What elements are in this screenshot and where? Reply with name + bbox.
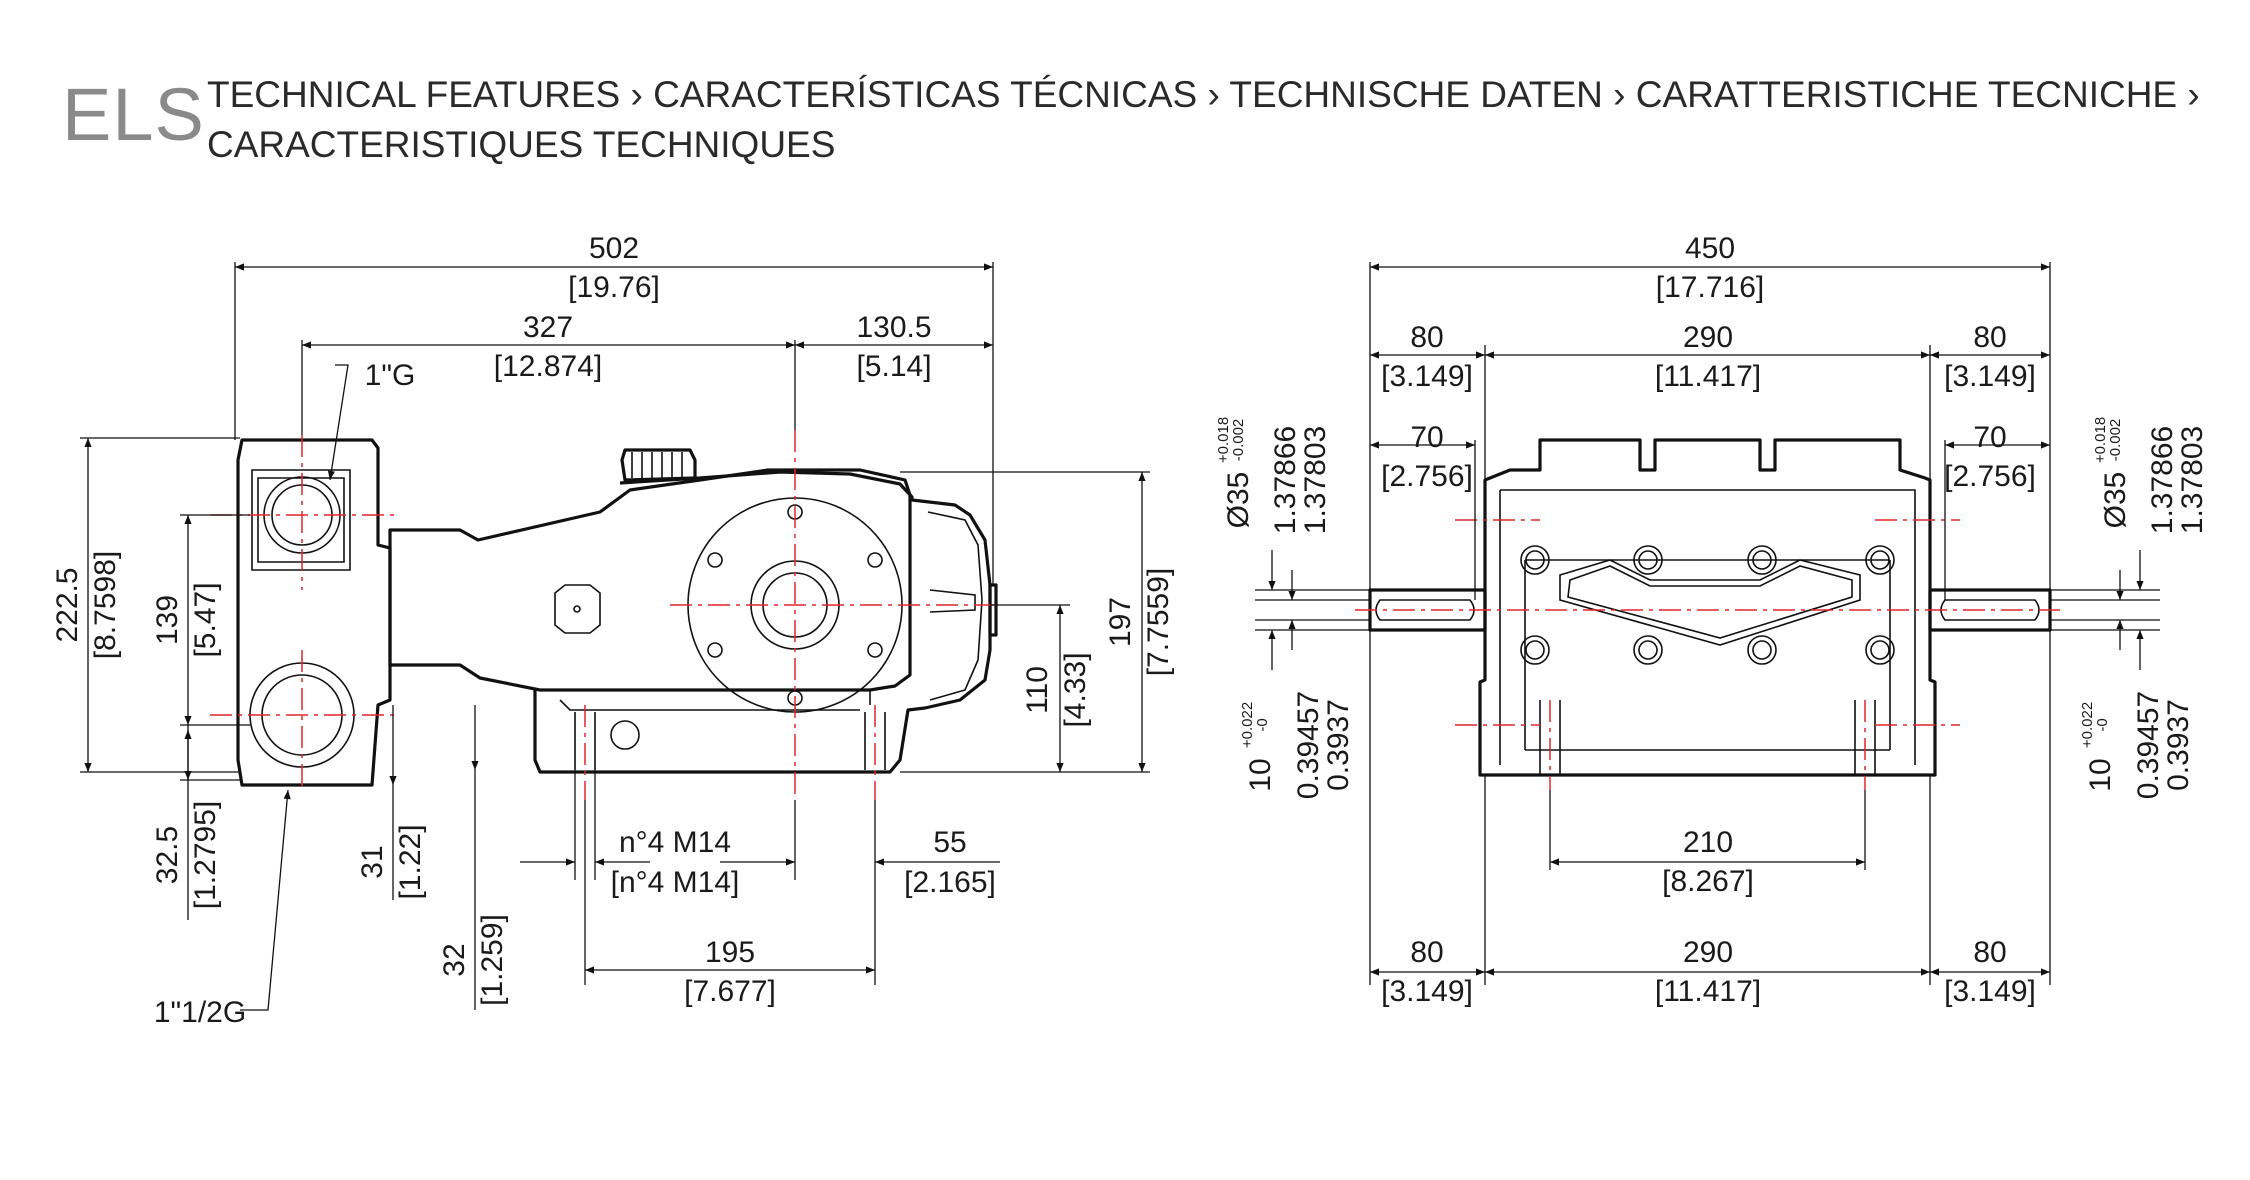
model-code: ELS	[62, 73, 205, 156]
mount-holes-label: n°4 M14	[619, 826, 731, 859]
page-title: TECHNICAL FEATURES › CARACTERÍSTICAS TÉC…	[207, 70, 2200, 170]
shaft-inch-max-left: 1.37866	[1269, 426, 1302, 534]
shaft-tol-dn-right: -0.002	[2107, 419, 2124, 462]
shaft-tol-dn-left: -0.002	[1230, 419, 1247, 462]
shaft-tol-up-right: +0.018	[2092, 417, 2109, 463]
dim-130-5: 130.5	[856, 311, 931, 344]
dim-55: 55	[933, 826, 966, 859]
key-tol-dn-left: -0	[1254, 718, 1271, 731]
dim-502: 502	[589, 232, 639, 265]
dim-502-inch: [19.76]	[568, 271, 660, 304]
shaft-inch-max-right: 1.37866	[2146, 426, 2179, 534]
dim-450-inch: [17.716]	[1656, 271, 1764, 304]
dim-110: 110	[1021, 666, 1054, 714]
dim-shaft-left-inch: [3.149]	[1381, 360, 1473, 393]
dim-290-top: 290	[1683, 321, 1733, 354]
dim-327-inch: [12.874]	[494, 350, 602, 383]
key-inch-min-right: 0.3937	[2162, 699, 2195, 791]
dim-110-inch: [4.33]	[1059, 652, 1092, 727]
dim-210: 210	[1683, 826, 1733, 859]
end-view-centerlines	[1355, 519, 2060, 790]
end-view-dimensions: 450 [17.716] 80 [3.149] 290 [11.417] 80 …	[1215, 232, 2209, 1008]
inlet-thread-label: 1"1/2G	[154, 996, 246, 1029]
side-view-body	[236, 438, 998, 787]
dim-shaft-right-inch: [3.149]	[1944, 360, 2036, 393]
key-tol-up-left: +0.022	[1239, 702, 1256, 748]
dim-222-5: 222.5	[51, 567, 84, 642]
dim-base-right-inch: [3.149]	[1944, 975, 2036, 1008]
key-inch-min-left: 0.3937	[1322, 699, 1355, 791]
shaft-inch-min-left: 1.37803	[1299, 426, 1332, 534]
dim-base-left: 80	[1410, 936, 1443, 969]
key-tol-up-right: +0.022	[2079, 702, 2096, 748]
shaft-inch-min-right: 1.37803	[2176, 426, 2209, 534]
title-line-2: CARACTERISTIQUES TECHNIQUES	[207, 124, 836, 165]
dim-32-5: 32.5	[151, 826, 184, 884]
dim-139-inch: [5.47]	[189, 582, 222, 657]
dim-shaft-left: 80	[1410, 321, 1443, 354]
key-width-right: 10	[2084, 758, 2117, 791]
title-line-1: TECHNICAL FEATURES › CARACTERÍSTICAS TÉC…	[207, 74, 2200, 115]
dim-31: 31	[356, 845, 389, 878]
side-view: 502 [19.76] 327 [12.874] 130.5 [5.14] 1"…	[51, 232, 1175, 1029]
dim-32: 32	[438, 943, 471, 976]
dim-shaft-right: 80	[1973, 321, 2006, 354]
dim-base-right: 80	[1973, 936, 2006, 969]
key-inch-max-right: 0.39457	[2132, 691, 2165, 799]
key-inch-max-left: 0.39457	[1292, 691, 1325, 799]
dim-197-inch: [7.7559]	[1142, 568, 1175, 676]
dim-keyway-left-inch: [2.756]	[1381, 460, 1473, 493]
dim-195: 195	[705, 936, 755, 969]
dim-195-inch: [7.677]	[684, 975, 776, 1008]
shaft-dia-right: Ø35	[2099, 472, 2132, 529]
dim-290-bottom-inch: [11.417]	[1655, 975, 1761, 1008]
dim-32-inch: [1.259]	[476, 914, 509, 1006]
dim-keyway-left: 70	[1410, 421, 1443, 454]
key-width-left: 10	[1244, 758, 1277, 791]
dim-139: 139	[151, 595, 184, 645]
dim-31-inch: [1.22]	[394, 824, 427, 899]
mount-holes-label-inch: [n°4 M14]	[611, 866, 740, 899]
dim-32-5-inch: [1.2795]	[189, 801, 222, 909]
dim-450: 450	[1685, 232, 1735, 265]
end-view-dimension-lines	[1255, 262, 2160, 985]
dim-base-left-inch: [3.149]	[1381, 975, 1473, 1008]
shaft-tol-up-left: +0.018	[1215, 417, 1232, 463]
dim-55-inch: [2.165]	[904, 866, 996, 899]
dim-keyway-right-inch: [2.756]	[1944, 460, 2036, 493]
side-view-dimensions: 502 [19.76] 327 [12.874] 130.5 [5.14] 1"…	[51, 232, 1175, 1029]
dim-290-top-inch: [11.417]	[1655, 360, 1761, 393]
dim-197: 197	[1104, 597, 1137, 647]
dim-130-5-inch: [5.14]	[856, 350, 931, 383]
dim-210-inch: [8.267]	[1662, 865, 1754, 898]
shaft-dia-left: Ø35	[1222, 472, 1255, 529]
side-view-centerlines	[210, 430, 1000, 800]
side-view-dimension-lines	[80, 262, 1150, 1011]
dim-290-bottom: 290	[1683, 936, 1733, 969]
dim-keyway-right: 70	[1973, 421, 2006, 454]
key-tol-dn-right: -0	[2094, 718, 2111, 731]
end-view: 450 [17.716] 80 [3.149] 290 [11.417] 80 …	[1215, 232, 2209, 1008]
dim-222-5-inch: [8.7598]	[89, 551, 122, 659]
dim-327: 327	[523, 311, 573, 344]
outlet-thread-label: 1"G	[365, 359, 416, 392]
